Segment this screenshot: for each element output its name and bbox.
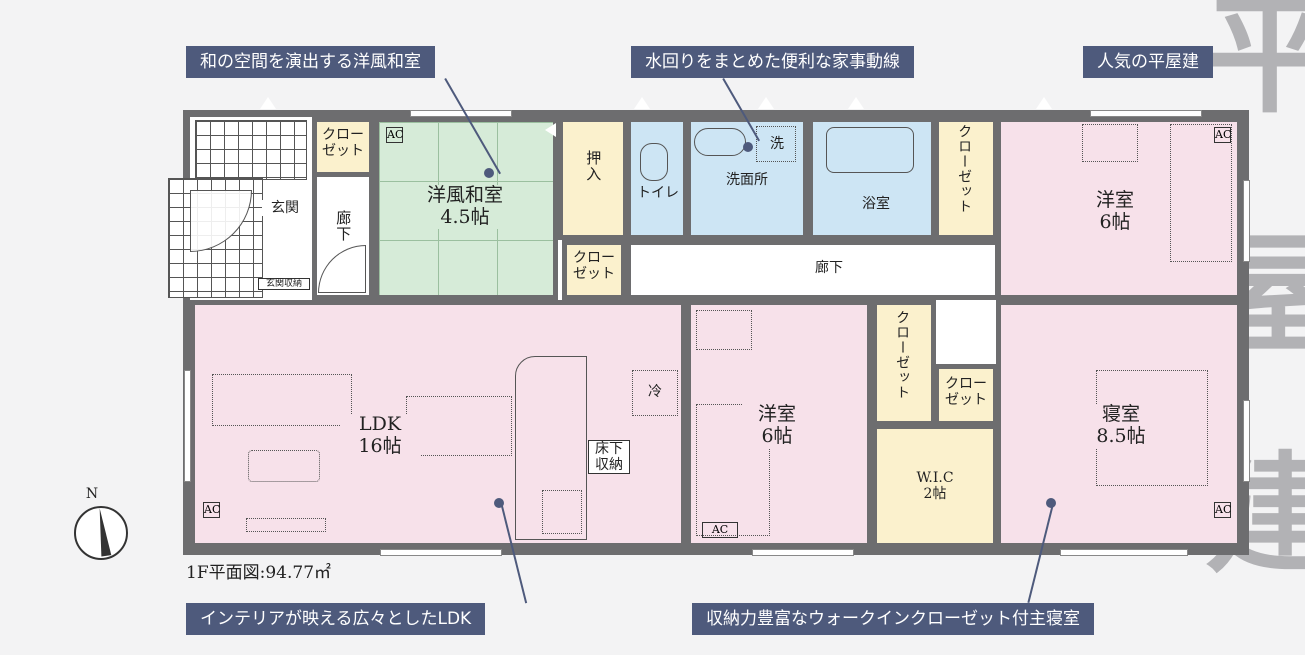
window-bottom-1 — [380, 549, 502, 556]
tv-board — [246, 518, 326, 532]
wic-label: W.I.C 2帖 — [916, 470, 954, 503]
closet-top-right-label: クローゼット — [956, 124, 973, 214]
wic — [872, 424, 998, 548]
washer — [756, 126, 796, 162]
window-top-2 — [1090, 110, 1202, 117]
callout-washitsu: 和の空間を演出する洋風和室 — [186, 46, 435, 78]
ac-shinshitsu: AC — [1214, 502, 1232, 518]
youshitsu-ne-label: 洋室 6帖 — [1095, 189, 1134, 233]
rei-label: 冷 — [648, 384, 662, 400]
toilet-fixture — [640, 143, 668, 181]
youfu-washitsu-label: 洋風和室 4.5帖 — [410, 184, 520, 229]
sen-icon-label: 洗 — [770, 136, 784, 152]
desk-ne — [1082, 124, 1138, 162]
closet-top-left-label: クロー ゼット — [322, 127, 364, 160]
window-top-1 — [410, 110, 512, 117]
desk-center — [696, 310, 752, 350]
compass — [74, 506, 128, 560]
leader-dot-kaji — [743, 142, 753, 152]
rouka-main-label: 廊下 — [815, 260, 843, 276]
closet-top-right — [934, 117, 998, 240]
vent-marker-3 — [758, 97, 774, 109]
oshiire-label: 押入 — [584, 150, 603, 182]
window-bottom-3 — [1060, 549, 1188, 556]
dining-table — [406, 396, 512, 456]
callout-kaji: 水回りをまとめた便利な家事動線 — [631, 46, 914, 78]
stove — [542, 490, 582, 534]
youfu-washitsu — [374, 117, 558, 300]
ac-ne: AC — [1214, 127, 1232, 143]
bed-center — [696, 404, 770, 536]
compass-letter: N — [85, 486, 99, 502]
background-watermark-1: 平 — [1204, 0, 1305, 131]
closet-small-right-label: クロー ゼット — [945, 376, 987, 409]
toilet-label: トイレ — [637, 185, 679, 201]
ldk — [190, 300, 686, 548]
ac-ldk: AC — [203, 502, 221, 518]
callout-shinshitsu: 収納力豊富なウォークインクローゼット付主寝室 — [692, 603, 1094, 635]
rouka-main — [626, 240, 1000, 300]
yokushitsu-label: 浴室 — [862, 196, 890, 212]
yukashita-label: 床下 収納 — [588, 440, 630, 475]
closet-vert-center-label: クローゼット — [894, 310, 911, 400]
closet-small-right — [934, 364, 998, 426]
entrance-tiles — [195, 120, 307, 180]
toilet — [626, 117, 688, 240]
window-right-1 — [1243, 180, 1250, 262]
shinshitsu-label: 寝室 8.5帖 — [1076, 403, 1166, 448]
vent-marker-5 — [1036, 97, 1052, 109]
callout-ldk: インテリアが映える広々としたLDK — [186, 603, 486, 635]
floor-area-label: 1F平面図:94.77㎡ — [186, 563, 332, 583]
vent-marker-2 — [634, 97, 650, 109]
closet-mid-label: クロー ゼット — [573, 250, 615, 283]
bed-ne — [1170, 124, 1232, 262]
vent-marker-4 — [848, 97, 864, 109]
bathtub — [826, 127, 914, 173]
leader-dot-shinshitsu — [1046, 498, 1056, 508]
ldk-label: LDK 16帖 — [340, 413, 420, 458]
refrigerator — [632, 370, 678, 416]
vent-marker-1 — [260, 97, 276, 109]
ac-center: AC — [702, 522, 738, 538]
sofa — [212, 374, 352, 426]
callout-hiraya: 人気の平屋建 — [1083, 46, 1213, 78]
yokushitsu — [808, 117, 936, 240]
kitchen-counter — [515, 356, 587, 540]
youshitsu-ne — [996, 117, 1242, 300]
window-bottom-2 — [752, 549, 854, 556]
closet-vert-center — [872, 300, 936, 426]
closet-mid — [562, 240, 626, 300]
youshitsu-center-label: 洋室 6帖 — [742, 403, 812, 448]
genkan-label: 玄関 — [262, 200, 308, 217]
genkan-storage-label: 玄関収納 — [258, 278, 310, 291]
door-marker-washitsu — [545, 123, 556, 137]
senmenjo-label: 洗面所 — [726, 172, 768, 188]
oshiire — [558, 117, 628, 240]
rouka-small-label: 廊下 — [334, 210, 353, 242]
window-right-2 — [1243, 400, 1250, 482]
leader-dot-washitsu — [484, 168, 494, 178]
sink — [694, 128, 746, 156]
ac-washitsu: AC — [386, 127, 404, 143]
window-left — [184, 370, 191, 482]
leader-dot-ldk — [494, 498, 504, 508]
coffee-table — [248, 450, 320, 482]
